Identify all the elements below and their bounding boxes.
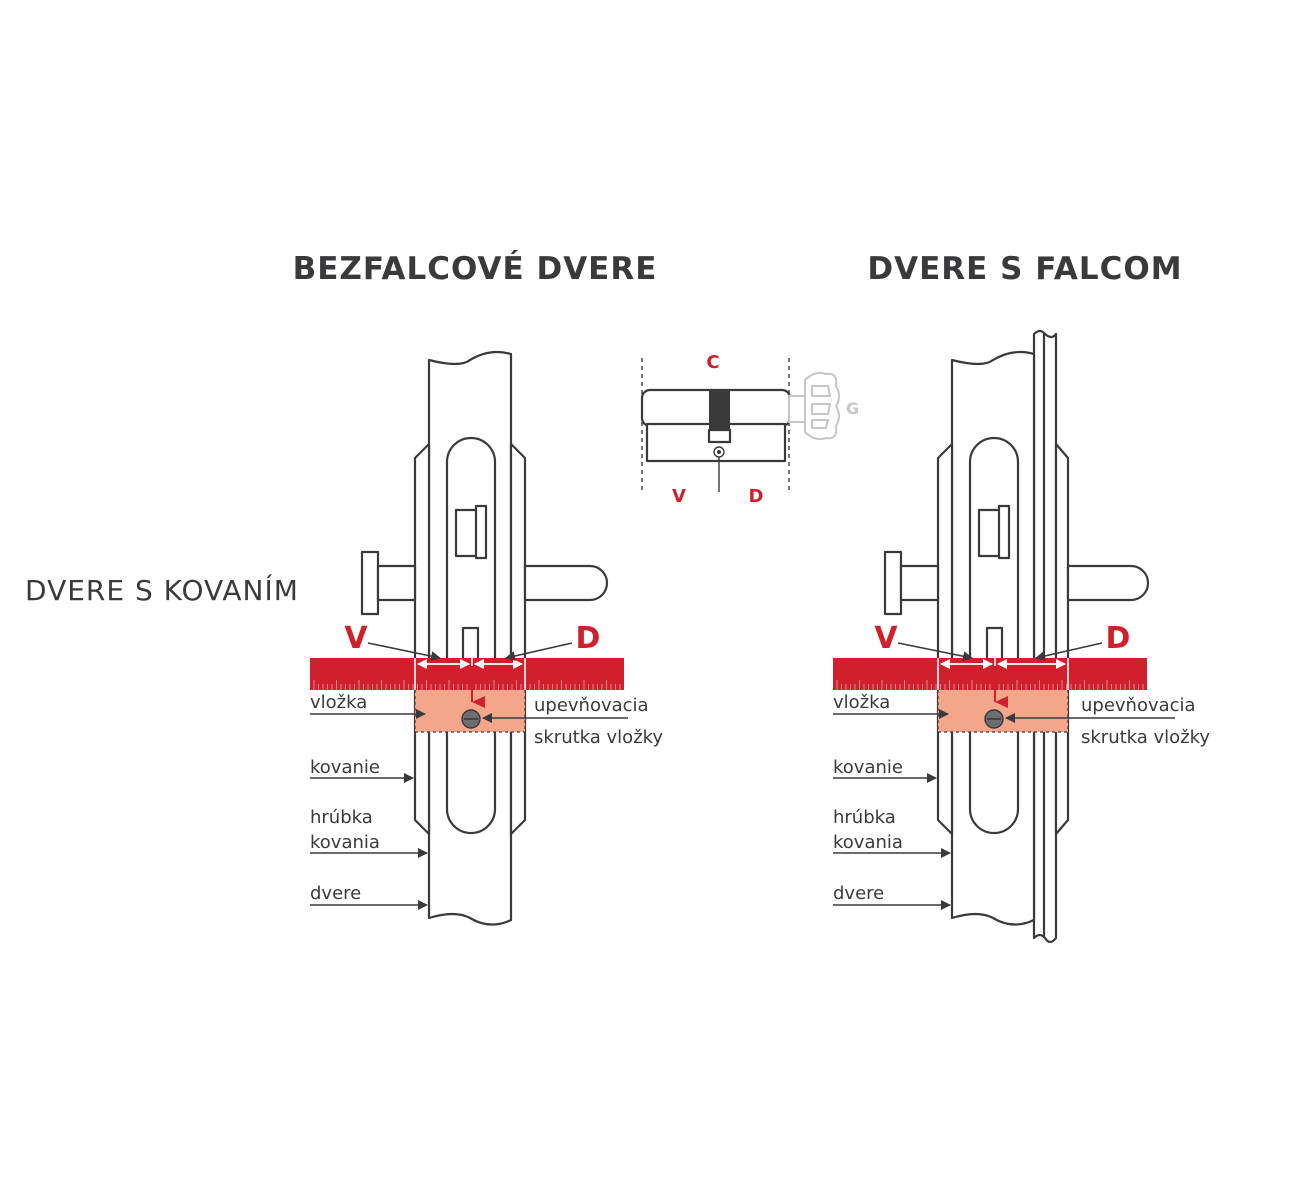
legend-g: G	[846, 399, 859, 418]
label-screw-2: skrutka vložky	[1081, 727, 1210, 748]
handle-lever	[1066, 564, 1150, 602]
escutcheon-inner	[1054, 442, 1070, 836]
label-hrubka-2: kovania	[310, 832, 380, 853]
title-left: BEZFALCOVÉ DVERE	[293, 251, 658, 287]
label-kovanie: kovanie	[310, 757, 380, 778]
outside-knob	[360, 550, 380, 616]
outside-knob-neck	[899, 564, 940, 602]
label-kovanie: kovanie	[833, 757, 903, 778]
right-door-diagram: V D vložka kovanie hrúbka kovania dvere …	[833, 329, 1210, 944]
left-v-label: V	[344, 621, 368, 656]
right-d-label: D	[1106, 621, 1131, 656]
cylinder-body	[938, 690, 1068, 732]
left-d-label: D	[576, 621, 601, 656]
knob-shaft	[788, 395, 806, 423]
label-vlozka: vložka	[833, 692, 890, 713]
label-dvere: dvere	[310, 883, 361, 904]
legend-v: V	[672, 486, 686, 507]
handle-lever	[523, 564, 609, 602]
label-screw-2: skrutka vložky	[534, 727, 663, 748]
escutcheon-outer	[413, 442, 431, 836]
outside-knob	[883, 550, 903, 616]
title-side: DVERE S KOVANÍM	[25, 573, 299, 607]
label-hrubka-2: kovania	[833, 832, 903, 853]
label-screw-1: upevňovacia	[534, 695, 649, 716]
label-vlozka: vložka	[310, 692, 367, 713]
escutcheon-inner	[509, 442, 527, 836]
label-hrubka-1: hrúbka	[833, 807, 896, 828]
label-screw-1: upevňovacia	[1081, 695, 1196, 716]
left-door-diagram: V D vložka kovanie hrúbka kovania dvere …	[310, 350, 663, 926]
cylinder-cam-base	[707, 428, 732, 444]
label-dvere: dvere	[833, 883, 884, 904]
cylinder-cam	[709, 390, 730, 434]
legend-c: C	[706, 352, 719, 373]
label-hrubka-1: hrúbka	[310, 807, 373, 828]
right-v-label: V	[874, 621, 898, 656]
title-right: DVERE S FALCOM	[867, 251, 1182, 287]
legend-d: D	[749, 486, 764, 507]
outside-knob-neck	[376, 564, 417, 602]
escutcheon-outer	[936, 442, 954, 836]
cylinder-legend: C G V D	[640, 352, 859, 507]
